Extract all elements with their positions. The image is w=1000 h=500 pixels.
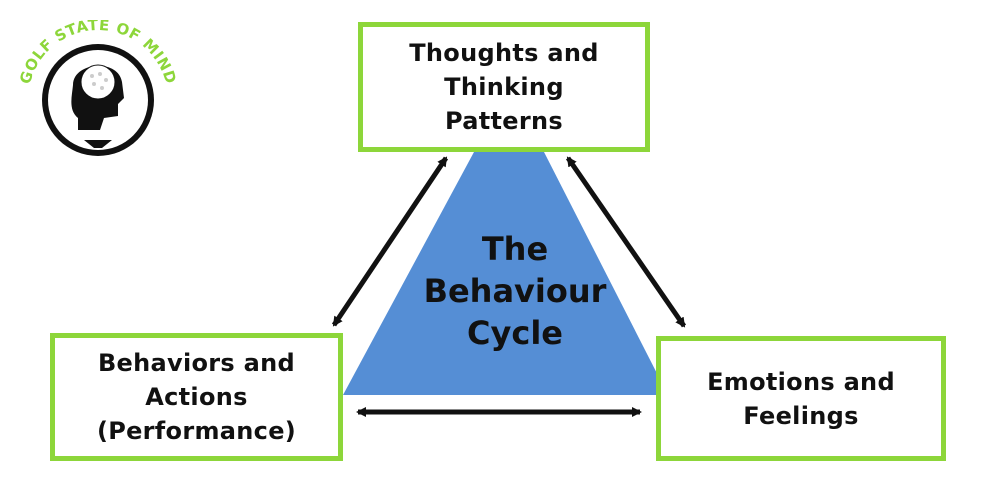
node-thoughts-label: Thoughts and Thinking Patterns	[409, 39, 599, 135]
node-emotions: Emotions and Feelings	[656, 336, 946, 461]
arrow-top-right	[565, 156, 687, 328]
node-thoughts: Thoughts and Thinking Patterns	[358, 22, 650, 152]
node-behaviors-label: Behaviors and Actions (Performance)	[96, 349, 297, 445]
center-label: The Behaviour Cycle	[423, 230, 607, 352]
golfer-head-icon	[71, 64, 124, 148]
node-behaviors: Behaviors and Actions (Performance)	[50, 333, 343, 461]
arrow-left-top	[331, 156, 449, 327]
node-emotions-label: Emotions and Feelings	[707, 367, 895, 430]
center-triangle	[343, 152, 668, 395]
golf-state-of-mind-logo: GOLF STATE OF MIND	[18, 20, 178, 156]
